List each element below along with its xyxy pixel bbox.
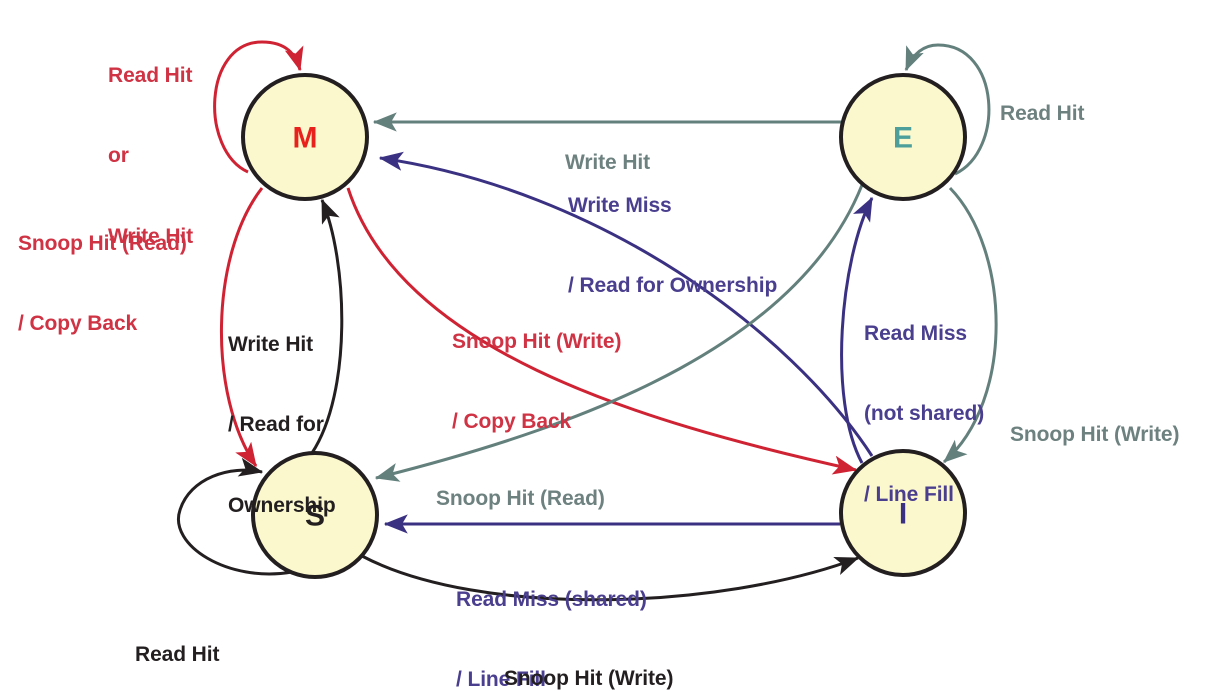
edge-m-self-loop bbox=[213, 40, 304, 174]
edge-i-to-e bbox=[840, 196, 874, 464]
edge-s-self-loop bbox=[177, 457, 293, 576]
state-label-i: I bbox=[899, 498, 907, 531]
edge-s-to-m bbox=[310, 198, 344, 454]
edge-s-to-i bbox=[361, 554, 860, 602]
state-node-i[interactable] bbox=[839, 449, 967, 577]
state-label-m: M bbox=[293, 122, 318, 155]
edge-i-to-m bbox=[378, 151, 874, 457]
edge-m-to-s bbox=[220, 187, 264, 467]
edge-label-e-self-loop: Read Hit bbox=[1000, 101, 1085, 125]
edge-label-m-to-i: Snoop Hit (Write) / Copy Back bbox=[452, 329, 622, 434]
state-node-s[interactable] bbox=[251, 451, 379, 579]
edge-label-e-to-i: Snoop Hit (Write) bbox=[1010, 422, 1180, 446]
edge-label-e-to-m: Write Hit bbox=[565, 150, 651, 174]
edge-e-to-s bbox=[374, 184, 864, 482]
edge-label-s-self-loop: Read Hit or Snoop Hit (Read) bbox=[135, 642, 220, 666]
state-label-s: S bbox=[305, 500, 325, 533]
edge-e-to-i bbox=[943, 186, 998, 464]
edge-label-s-to-i: Snoop Hit (Write) bbox=[504, 666, 674, 690]
edge-label-i-to-e: Read Miss (not shared) / Line Fill bbox=[864, 321, 985, 506]
edge-label-i-to-s: Read Miss (shared) / Line Fill bbox=[456, 587, 647, 691]
state-node-e[interactable] bbox=[839, 73, 967, 201]
edge-m-to-i bbox=[346, 187, 858, 475]
edge-label-s-to-m: Write Hit / Read for Ownership bbox=[228, 332, 336, 517]
edge-e-self-loop bbox=[904, 43, 991, 176]
edge-label-m-to-s: Snoop Hit (Read) / Copy Back bbox=[18, 231, 187, 336]
edge-label-e-to-s: Snoop Hit (Read) bbox=[436, 486, 605, 510]
edge-label-m-self-loop: Read Hit or Write Hit bbox=[108, 63, 194, 248]
state-node-m[interactable] bbox=[241, 73, 369, 201]
edge-label-i-to-m: Write Miss / Read for Ownership bbox=[568, 193, 778, 298]
state-label-e: E bbox=[893, 122, 913, 155]
